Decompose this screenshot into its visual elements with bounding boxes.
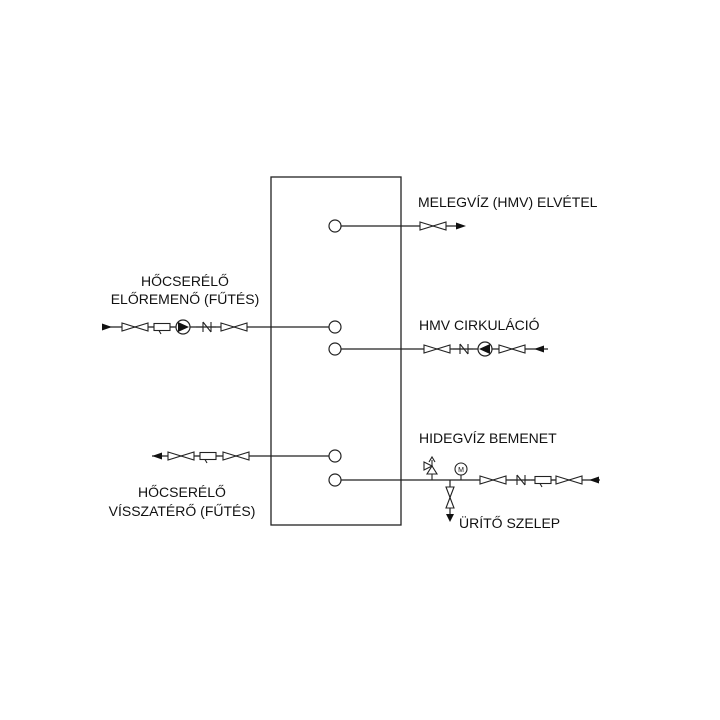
- flow-arrow-icon: [589, 476, 599, 484]
- strainer-icon: [530, 475, 556, 488]
- strainer-icon: [195, 451, 221, 464]
- shutoff-valve-icon: [423, 344, 451, 354]
- label-dhw-circulation: HMV CIRKULÁCIÓ: [419, 317, 540, 333]
- label-hx-return-line1: HŐCSERÉLŐ: [138, 484, 226, 500]
- drain-valve-icon: [445, 486, 455, 509]
- shutoff-valve-icon: [121, 322, 149, 332]
- meter-label: M: [458, 467, 464, 474]
- shutoff-valve-icon: [222, 451, 250, 461]
- shutoff-valve-icon: [167, 451, 195, 461]
- shutoff-valve-icon: [220, 322, 248, 332]
- port-hx-return: [328, 449, 342, 463]
- hx-return-line: [152, 451, 329, 464]
- dhw-circulation-line: [341, 341, 548, 357]
- meter-icon: M: [454, 462, 468, 476]
- strainer-icon: [149, 322, 175, 335]
- label-hot-water-outlet: MELEGVÍZ (HMV) ELVÉTEL: [418, 194, 598, 210]
- shutoff-valve-icon: [498, 344, 526, 354]
- hot-water-outlet-line: [341, 221, 466, 231]
- pump-icon: [477, 341, 493, 357]
- port-hot-water-outlet: [328, 219, 342, 233]
- flow-arrow-icon: [456, 222, 466, 230]
- shutoff-valve-icon: [419, 221, 447, 231]
- port-cold-water-inlet: [328, 473, 342, 487]
- flow-arrow-icon: [152, 452, 162, 460]
- label-cold-water-inlet: HIDEGVÍZ BEMENET: [419, 430, 557, 446]
- label-hx-flow-line1: HŐCSERÉLŐ: [141, 273, 229, 289]
- flow-arrow-icon: [102, 323, 112, 331]
- hx-flow-line: [102, 319, 329, 335]
- pump-icon: [175, 319, 191, 335]
- shutoff-valve-icon: [555, 475, 583, 485]
- label-hx-flow-line2: ELŐREMENŐ (FŰTÉS): [110, 291, 260, 307]
- label-drain-valve: ÜRÍTŐ SZELEP: [459, 515, 561, 531]
- safety-valve-icon: [423, 455, 438, 475]
- cold-water-inlet-line: M: [341, 455, 600, 522]
- storage-tank: [270, 176, 402, 526]
- flow-arrow-icon: [534, 345, 544, 353]
- drain-arrow-icon: [446, 514, 454, 522]
- port-dhw-circulation: [328, 342, 342, 356]
- label-hx-return-line2: VÍSSZATÉRŐ (FŰTÉS): [108, 503, 256, 519]
- port-hx-flow: [328, 320, 342, 334]
- shutoff-valve-icon: [479, 475, 507, 485]
